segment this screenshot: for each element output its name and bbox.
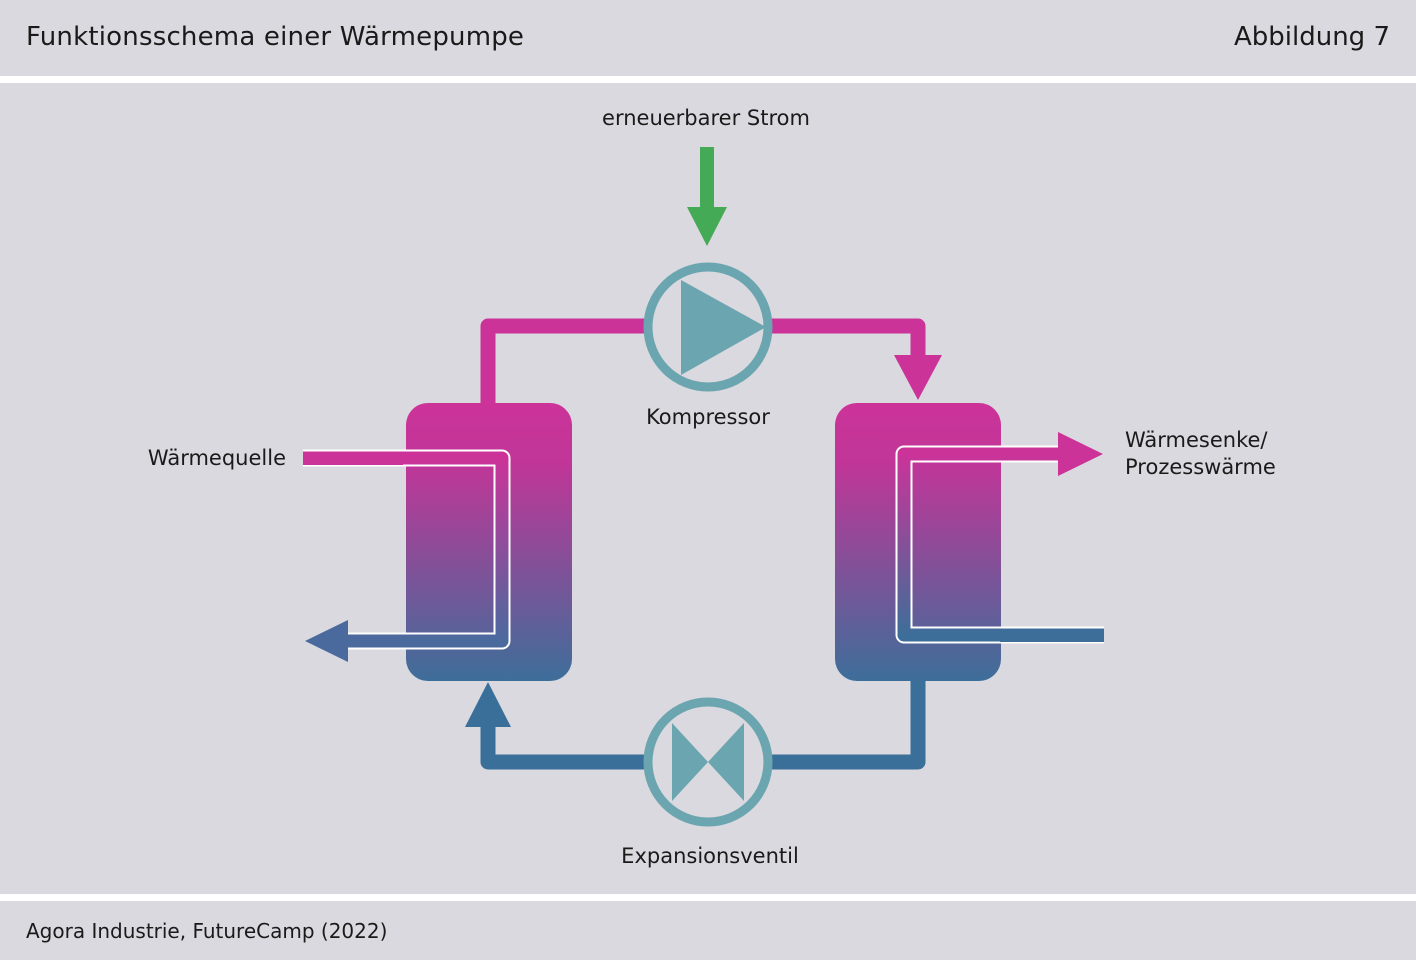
figure-title: Funktionsschema einer Wärmepumpe — [26, 22, 525, 52]
compressor-triangle — [681, 280, 766, 375]
heat-sink-label-line1: Wärmesenke/ — [1125, 428, 1268, 452]
expansion-valve-left-triangle — [672, 723, 708, 801]
heat-source-label: Wärmequelle — [148, 446, 286, 470]
header: Funktionsschema einer Wärmepumpe Abbildu… — [0, 0, 1416, 76]
energy-input-label: erneuerbarer Strom — [602, 106, 810, 130]
heat-source-inlet — [303, 452, 403, 465]
heat-sink-label-line2: Prozesswärme — [1125, 455, 1276, 479]
compressor-label: Kompressor — [646, 405, 770, 429]
source-credit: Agora Industrie, FutureCamp (2022) — [26, 919, 388, 943]
electricity-arrowhead — [687, 207, 727, 246]
figure-number: Abbildung 7 — [1233, 22, 1390, 52]
evaporator-tank — [406, 403, 572, 681]
diagram-area: erneuerbarer Strom Kompressor Expansions… — [0, 83, 1416, 894]
condenser-tank — [835, 403, 1001, 681]
expansion-valve-right-triangle — [708, 723, 744, 801]
electricity-arrow-shaft — [700, 147, 714, 209]
cold-pipe-arrowhead — [465, 682, 511, 727]
heat-source-outlet-arrowhead — [305, 620, 348, 662]
expansion-valve-label: Expansionsventil — [621, 844, 799, 868]
hot-pipe-arrowhead — [894, 355, 942, 400]
heat-pump-diagram: erneuerbarer Strom Kompressor Expansions… — [148, 106, 1276, 868]
heat-sink-outlet-arrowhead — [1058, 432, 1103, 476]
heat-sink-inlet — [1000, 629, 1104, 642]
footer: Agora Industrie, FutureCamp (2022) — [0, 901, 1416, 960]
